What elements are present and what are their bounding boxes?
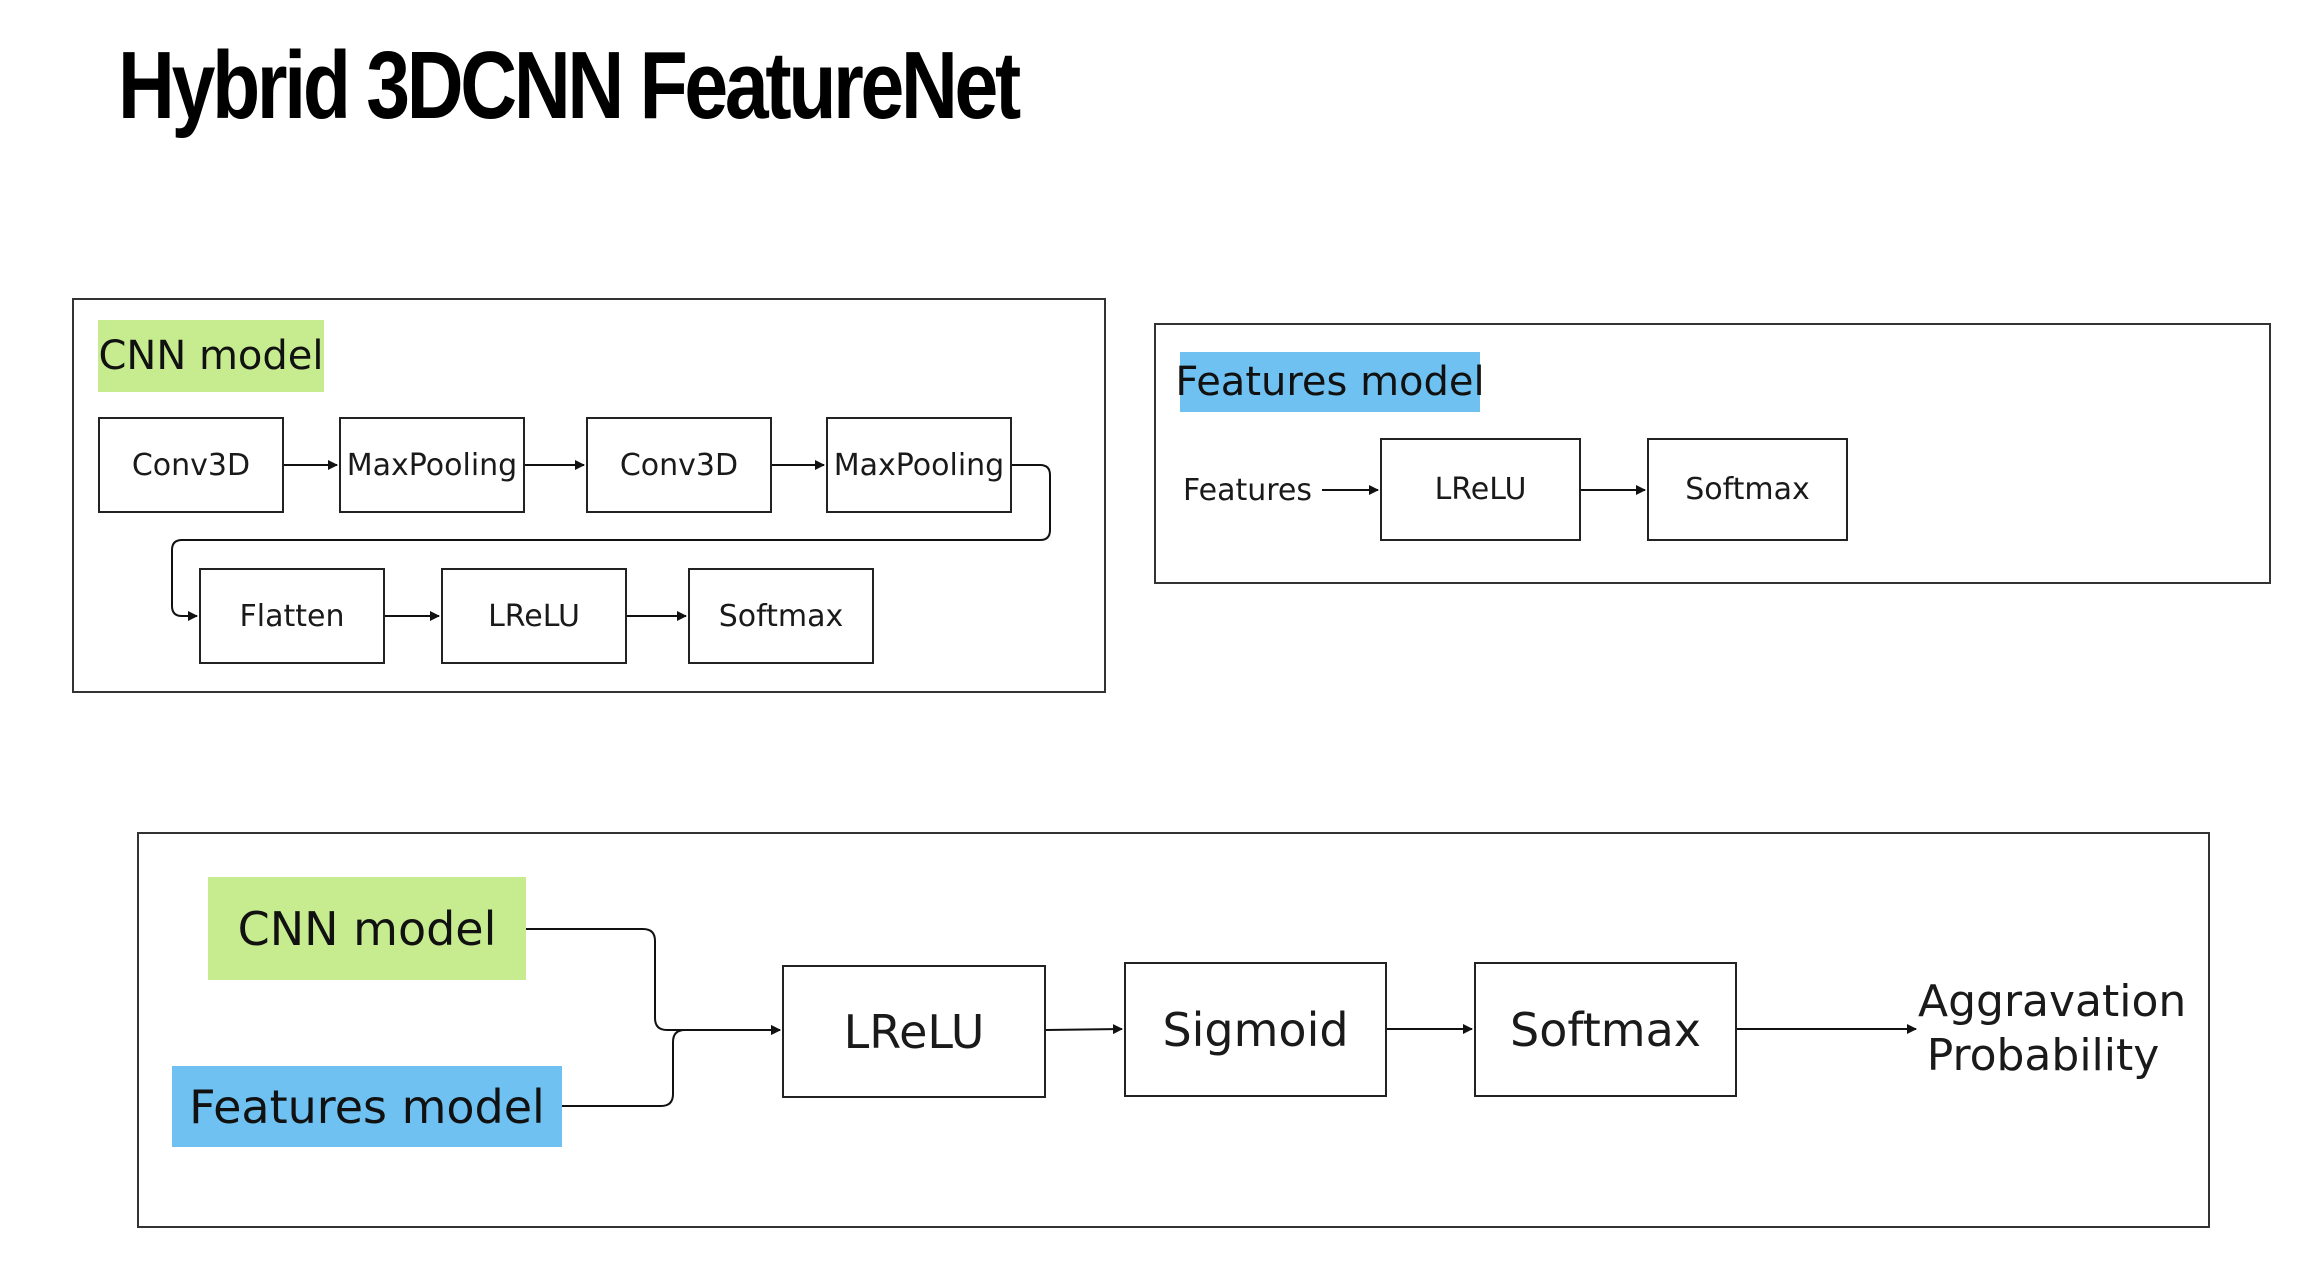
output-line-1: Aggravation — [1918, 976, 2187, 1027]
cnn-conv3d-1-box: Conv3D — [98, 417, 284, 513]
output-line-2: Probability — [1926, 1030, 2160, 1081]
aggravation-probability-label: Aggravation Probability — [1918, 975, 2187, 1083]
features-softmax-box: Softmax — [1647, 438, 1848, 541]
cnn-flatten-box: Flatten — [199, 568, 385, 664]
features-model-tag: Features model — [1175, 352, 1485, 412]
cnn-conv3d-2-box: Conv3D — [586, 417, 772, 513]
cnn-maxpooling-1-box: MaxPooling — [339, 417, 525, 513]
combined-model-panel — [137, 832, 2210, 1228]
cnn-lrelu-box: LReLU — [441, 568, 627, 664]
features-lrelu-box: LReLU — [1380, 438, 1581, 541]
combined-lrelu-box: LReLU — [782, 965, 1046, 1098]
combined-cnn-model-tag: CNN model — [208, 877, 526, 980]
combined-features-model-tag: Features model — [172, 1066, 562, 1147]
cnn-model-tag: CNN model — [98, 320, 324, 392]
arrow-features-model-to-lrelu — [562, 1025, 781, 1107]
cnn-maxpooling-2-box: MaxPooling — [826, 417, 1012, 513]
page-title: Hybrid 3DCNN FeatureNet — [118, 32, 1021, 139]
cnn-model-panel — [72, 298, 1106, 693]
cnn-softmax-box: Softmax — [688, 568, 874, 664]
arrow-lrelu-to-sigmoid — [1045, 1024, 1123, 1035]
combined-softmax-box: Softmax — [1474, 962, 1737, 1097]
arrow-cnn-model-to-lrelu — [526, 928, 781, 1035]
features-input-label: Features — [1183, 472, 1312, 508]
arrow-maxpooling-to-flatten — [171, 464, 1051, 621]
features-model-panel — [1154, 323, 2271, 584]
combined-sigmoid-box: Sigmoid — [1124, 962, 1387, 1097]
